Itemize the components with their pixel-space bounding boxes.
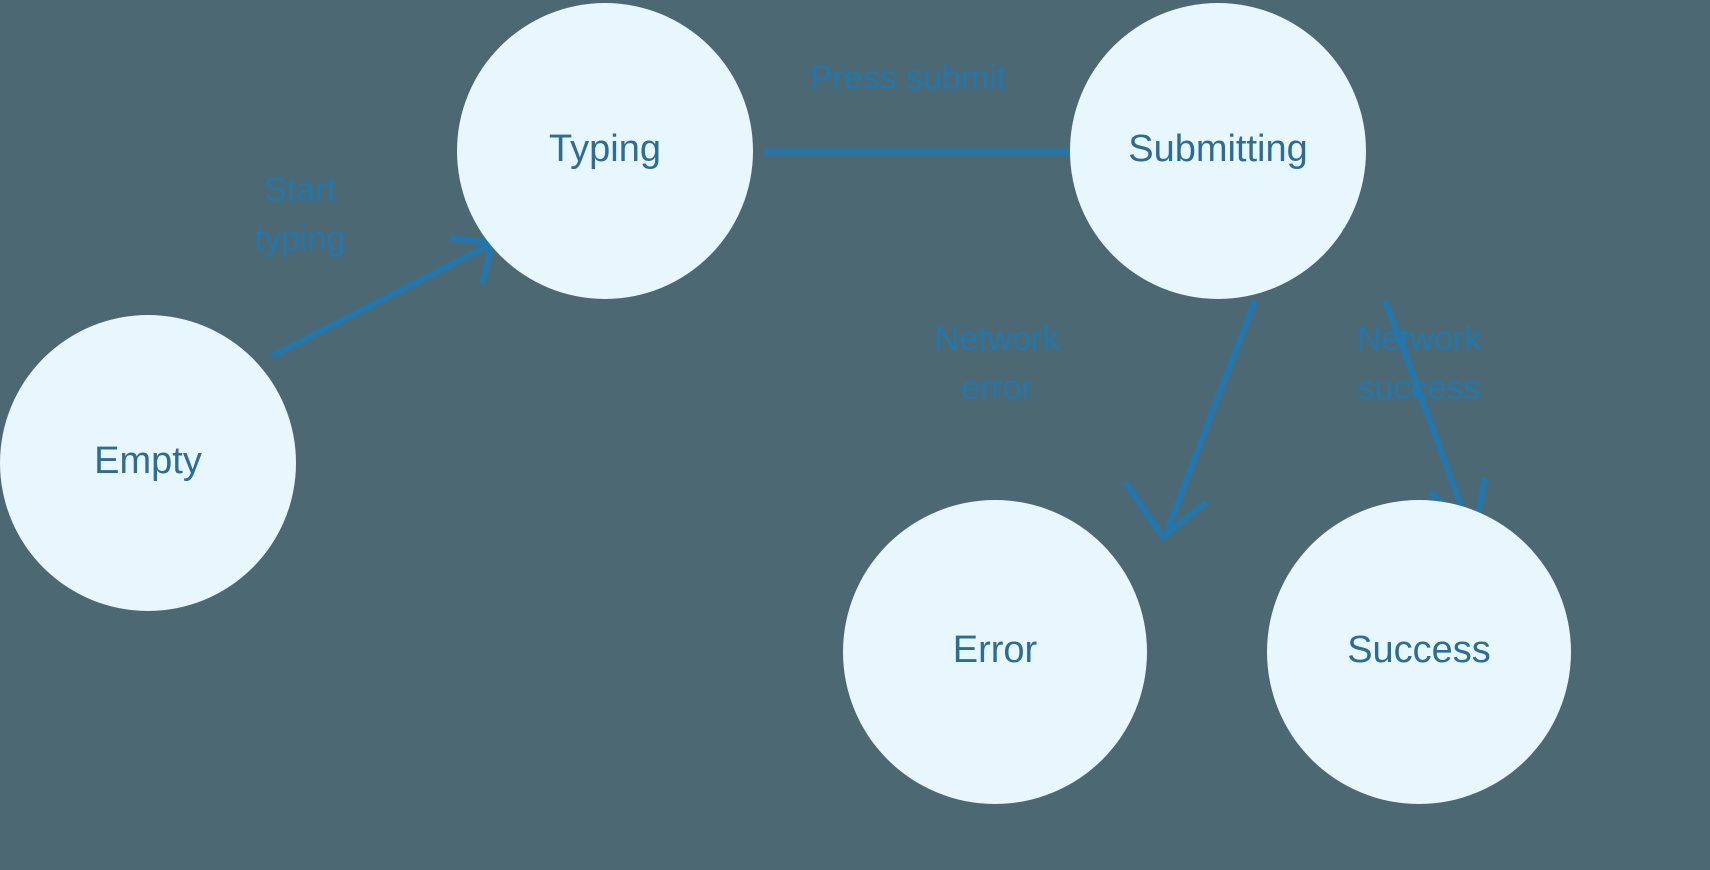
node-circle — [457, 3, 753, 299]
node-typing[interactable]: Typing — [457, 3, 753, 299]
arrowhead-icon — [1122, 480, 1208, 542]
edge-label-network-error: Network error — [935, 320, 1061, 407]
node-submitting[interactable]: Submitting — [1070, 3, 1366, 299]
node-label: Error — [953, 629, 1038, 671]
edge-label-line: error — [961, 369, 1033, 407]
edge-label-line: typing — [255, 220, 346, 258]
edge-label-press-submit: Press submit — [810, 59, 1007, 97]
node-label: Success — [1347, 629, 1491, 671]
node-empty[interactable]: Empty — [0, 315, 296, 611]
node-label: Empty — [94, 440, 202, 482]
edge-label-line: success — [1358, 369, 1481, 407]
node-error[interactable]: Error — [843, 500, 1147, 804]
edge-label-line: Network — [935, 320, 1061, 358]
edge-label-line: Press submit — [810, 59, 1007, 97]
node-circle — [1070, 3, 1366, 299]
edge-submitting-to-error[interactable] — [1122, 298, 1258, 542]
edge-label-line: Start — [264, 171, 336, 209]
node-label: Typing — [549, 128, 661, 170]
node-circle — [1267, 500, 1571, 804]
edge-line — [270, 242, 491, 359]
node-circle — [0, 315, 296, 611]
edge-line — [1382, 298, 1471, 526]
edge-label-start-typing: Start typing — [255, 171, 346, 258]
edge-line — [1165, 298, 1258, 530]
node-success[interactable]: Success — [1267, 500, 1571, 804]
edge-label-line: Network — [1357, 320, 1483, 358]
node-label: Submitting — [1128, 128, 1308, 170]
edge-label-network-success: Network success — [1357, 320, 1483, 407]
node-circle — [843, 500, 1147, 804]
